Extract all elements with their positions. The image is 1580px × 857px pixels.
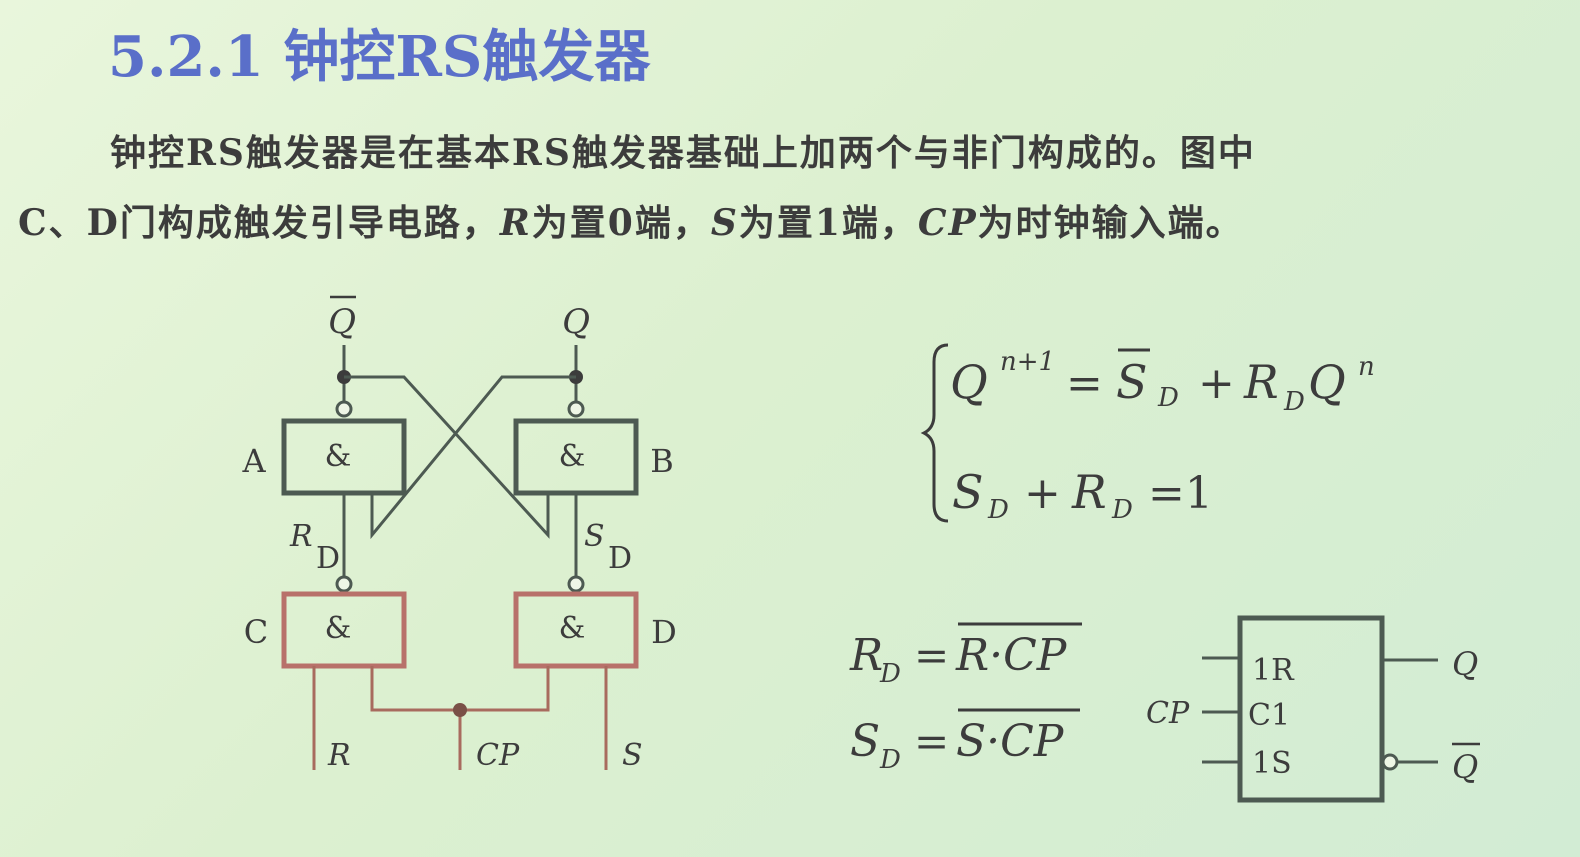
eq2-r: R bbox=[1071, 465, 1107, 519]
eq1-equals: = bbox=[1066, 358, 1103, 409]
inversion-bubble bbox=[335, 400, 353, 418]
eq2-s-sub: D bbox=[987, 495, 1009, 525]
gate-b-symbol: & bbox=[559, 439, 586, 474]
inversion-bubble bbox=[1381, 753, 1399, 771]
paragraph-var-cp: CP bbox=[917, 202, 978, 244]
eq1-q: Q bbox=[1308, 355, 1346, 409]
curly-brace bbox=[920, 343, 949, 523]
eq4-rhs: S·CP bbox=[956, 716, 1065, 767]
input-s-label: S bbox=[622, 738, 643, 773]
gate-a-symbol: & bbox=[325, 439, 352, 474]
gate-a-label: A bbox=[241, 442, 266, 480]
eq4-lhs: S bbox=[850, 716, 880, 767]
gate-d-symbol: & bbox=[559, 611, 586, 646]
inversion-bubble bbox=[567, 575, 585, 593]
equation-system: Q n+1 = S D + R D Q n S D + R D =1 bbox=[920, 343, 1375, 525]
output-q-label: Q bbox=[562, 302, 590, 342]
gate-d-label: D bbox=[651, 613, 677, 651]
symbol-1s-label: 1S bbox=[1252, 746, 1292, 781]
rd-label: R bbox=[289, 519, 313, 554]
page-title: 5.2.1 钟控RS触发器 bbox=[108, 24, 651, 90]
gate-d bbox=[513, 591, 639, 669]
paragraph-var-s: S bbox=[710, 202, 739, 244]
paragraph-text: C、D门构成触发引导电路， bbox=[18, 202, 500, 244]
eq3-lhs: R bbox=[849, 630, 883, 681]
symbol-q-label: Q bbox=[1452, 645, 1478, 683]
eq1-q-sup: n bbox=[1358, 352, 1375, 382]
eq1-lhs: Q bbox=[950, 355, 988, 409]
cross-feedback-wire bbox=[370, 375, 576, 540]
flipflop-symbol: 1R C1 1S CP Q Q bbox=[1146, 615, 1480, 803]
eq1-s: S bbox=[1116, 355, 1148, 409]
gate-c-label: C bbox=[244, 613, 268, 651]
symbol-cp-label: CP bbox=[1146, 696, 1190, 731]
eq1-r: R bbox=[1243, 355, 1279, 409]
eq1-r-sub: D bbox=[1283, 387, 1305, 417]
eq3-lhs-sub: D bbox=[879, 659, 901, 689]
eq3-equals: = bbox=[914, 631, 949, 680]
eq1-s-sub: D bbox=[1157, 383, 1179, 413]
eq4-equals: = bbox=[914, 717, 949, 766]
paragraph-line-1: 钟控RS触发器是在基本RS触发器基础上加两个与非门构成的。图中 bbox=[110, 132, 1256, 174]
eq1-plus: + bbox=[1198, 358, 1235, 409]
junction-dot bbox=[453, 703, 467, 717]
eq4-lhs-sub: D bbox=[879, 745, 901, 775]
paragraph-line-2: C、D门构成触发引导电路，R为置0端，S为置1端，CP为时钟输入端。 bbox=[18, 188, 1563, 258]
paragraph-text: 为置0端， bbox=[531, 202, 711, 244]
rs-circuit: Q Q & & A B R D S D & & C bbox=[241, 295, 677, 773]
description-paragraph: 钟控RS触发器是在基本RS触发器基础上加两个与非门构成的。图中 C、D门构成触发… bbox=[18, 118, 1563, 258]
eq1-lhs-sup: n+1 bbox=[1000, 347, 1055, 377]
symbol-1r-label: 1R bbox=[1252, 653, 1295, 688]
paragraph-text: 为时钟输入端。 bbox=[977, 202, 1244, 244]
gate-equations: R D = R·CP S D = S·CP bbox=[849, 622, 1082, 775]
input-r-label: R bbox=[327, 738, 351, 773]
output-qbar-label: Q bbox=[328, 302, 356, 342]
inversion-bubble bbox=[567, 400, 585, 418]
symbol-c1-label: C1 bbox=[1248, 698, 1290, 733]
symbol-qbar-label: Q bbox=[1452, 748, 1478, 786]
paragraph-text: 为置1端， bbox=[738, 202, 918, 244]
rd-subscript: D bbox=[316, 541, 340, 576]
eq2-plus: + bbox=[1024, 468, 1061, 519]
gate-b-label: B bbox=[650, 442, 674, 480]
inversion-bubble bbox=[335, 575, 353, 593]
sd-label: S bbox=[584, 519, 605, 554]
eq2-r-sub: D bbox=[1111, 495, 1133, 525]
paragraph-var-r: R bbox=[499, 202, 532, 244]
eq2-rhs: =1 bbox=[1148, 468, 1213, 519]
eq3-rhs: R·CP bbox=[955, 630, 1068, 681]
cross-feedback-wire bbox=[344, 375, 550, 539]
symbol-box bbox=[1237, 615, 1385, 803]
gate-c bbox=[281, 591, 407, 669]
eq2-s: S bbox=[952, 465, 984, 519]
sd-subscript: D bbox=[608, 541, 632, 576]
gate-c-symbol: & bbox=[325, 611, 352, 646]
input-cp-label: CP bbox=[476, 738, 520, 773]
